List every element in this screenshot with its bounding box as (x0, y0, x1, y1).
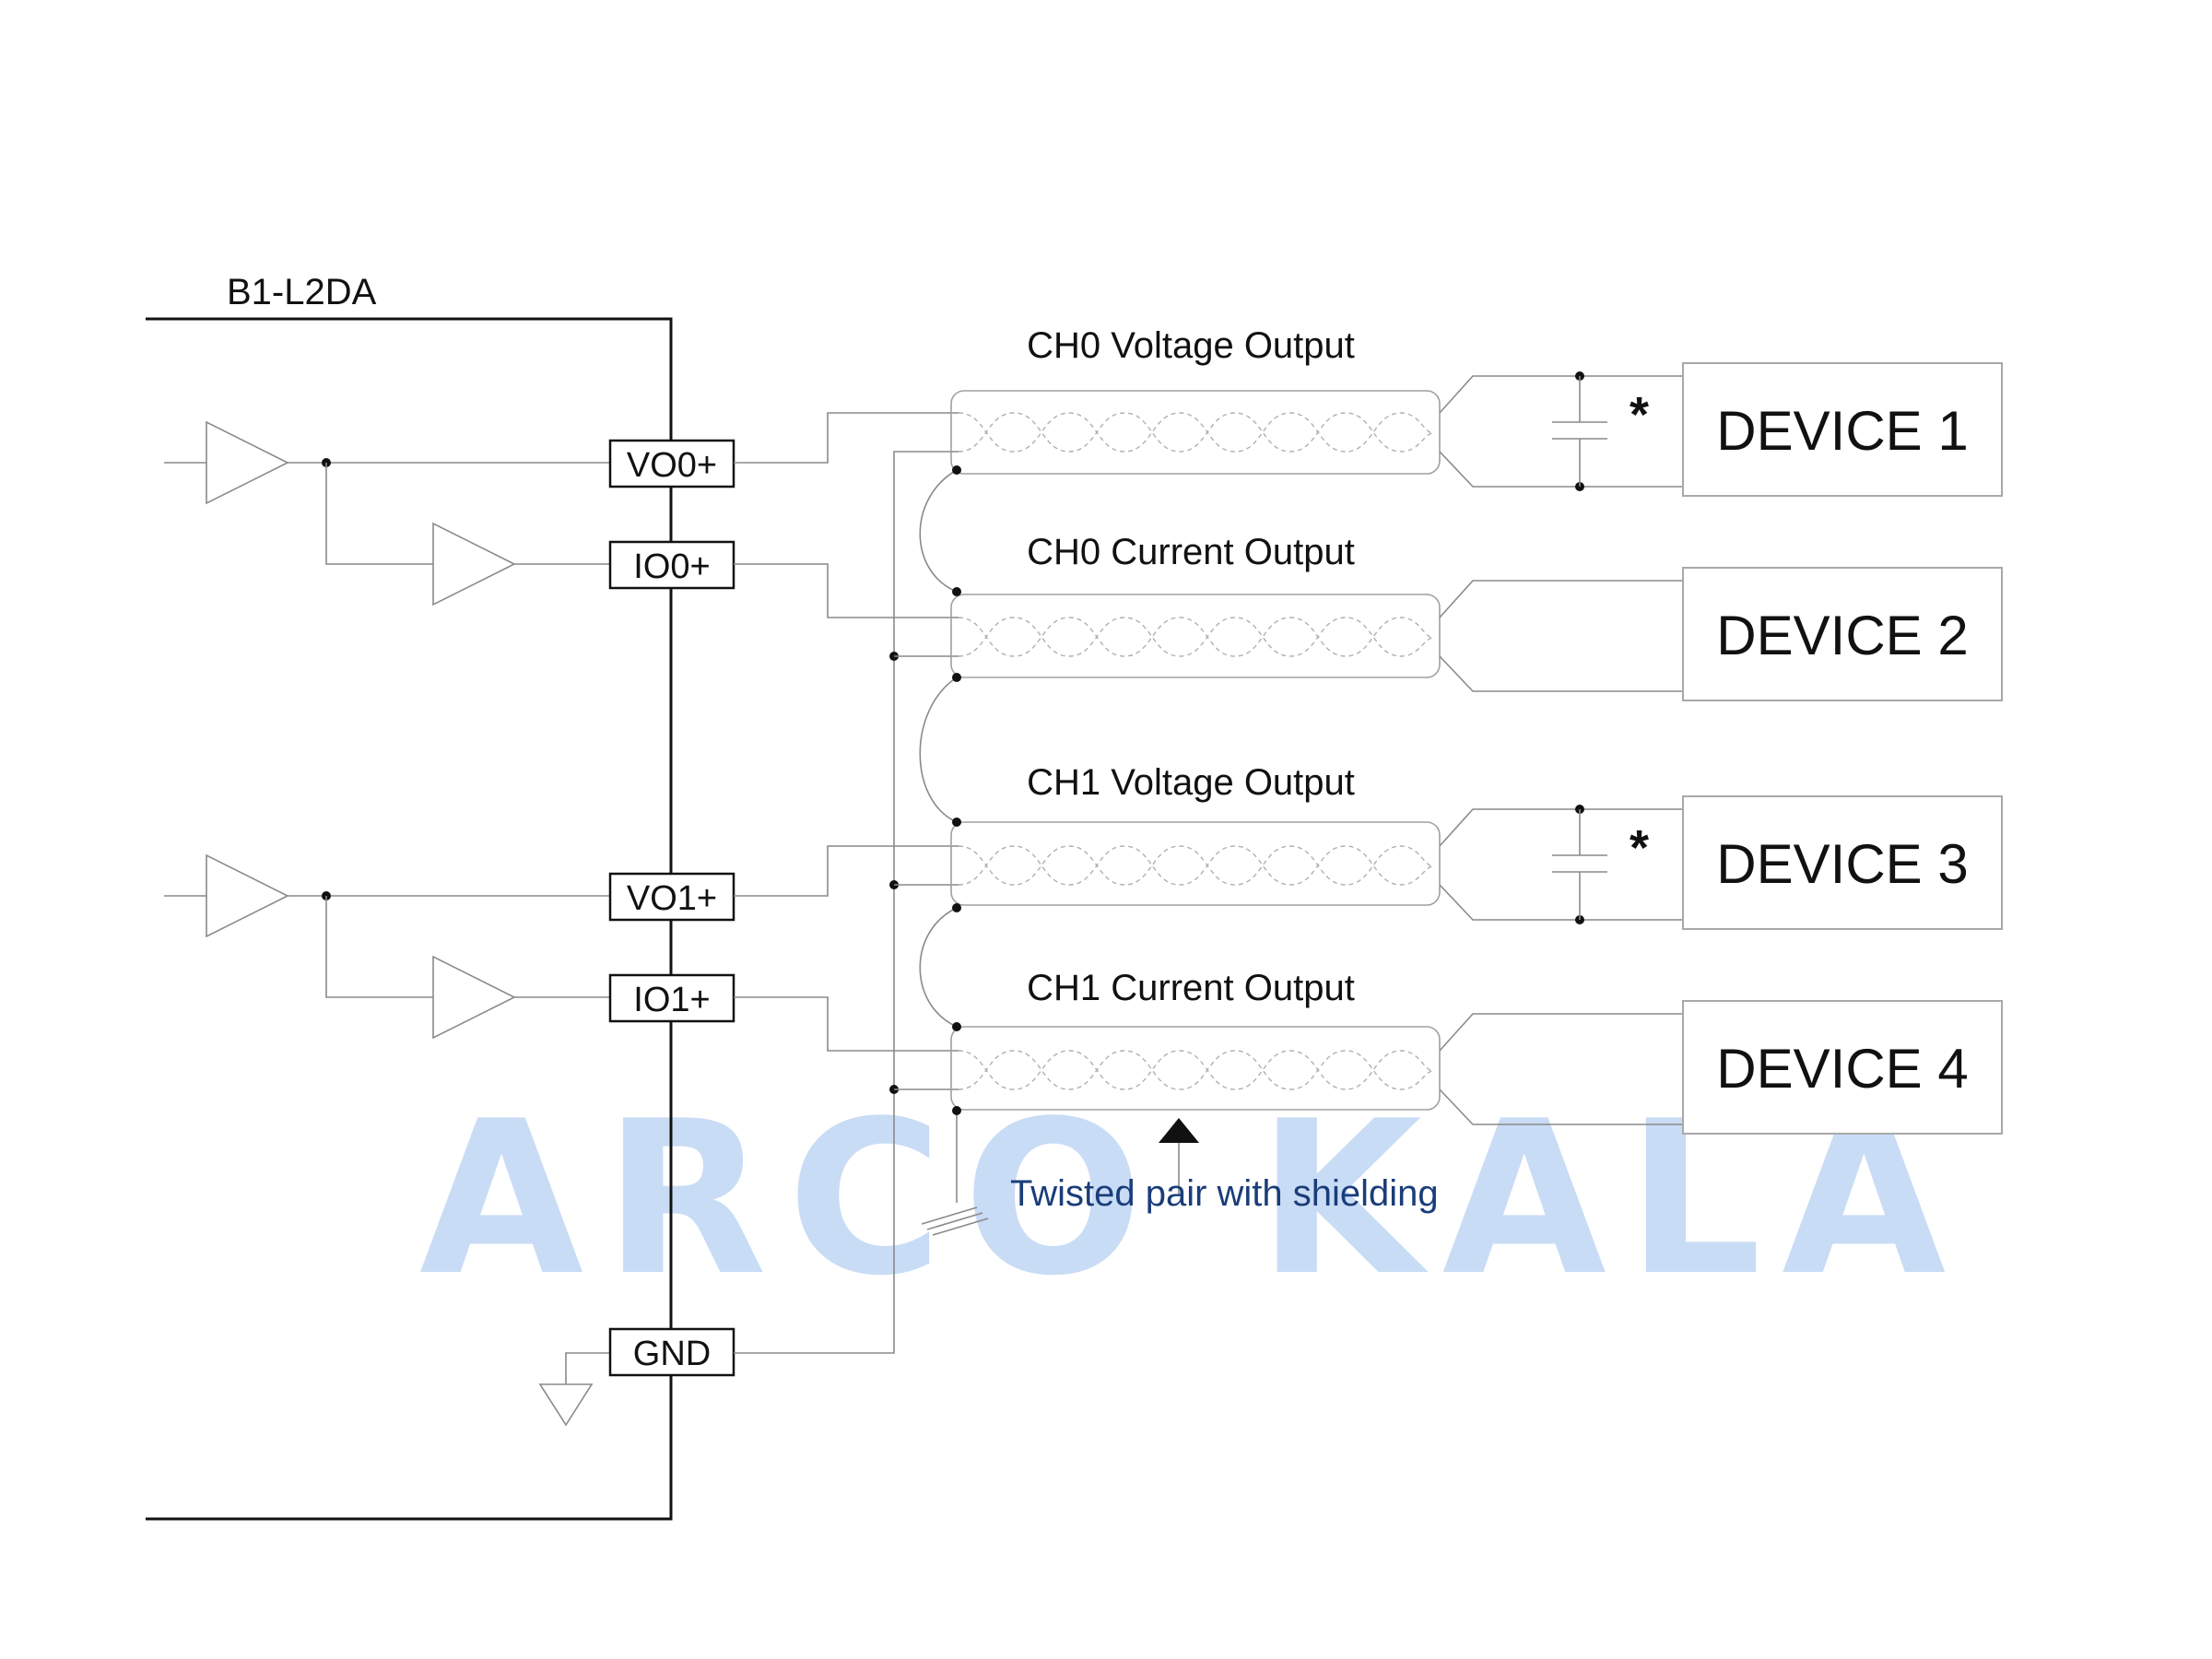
module-outline (146, 317, 673, 1521)
svg-text:VO0+: VO0+ (627, 446, 717, 485)
cable-ch1-voltage (950, 818, 1441, 912)
module-title: B1-L2DA (227, 272, 377, 312)
device-2: DEVICE 2 (1682, 567, 2003, 701)
cable-label-ch0-voltage: CH0 Voltage Output (1027, 325, 1355, 366)
ch1-output-amplifiers (164, 853, 610, 1040)
capacitor-note-mark-1: * (1630, 387, 1649, 442)
common-return-bus (734, 451, 959, 1354)
ground-symbol (538, 1352, 610, 1427)
shield-pointer-arrow (1159, 1118, 1199, 1194)
device-4: DEVICE 4 (1682, 1000, 2003, 1135)
shield-drain-links (919, 469, 989, 1236)
svg-text:DEVICE 1: DEVICE 1 (1716, 400, 1968, 462)
shield-note: Twisted pair with shielding (1010, 1173, 1439, 1214)
device-leads (1439, 375, 1683, 1125)
signal-leads (734, 412, 959, 1052)
terminal-gnd: GND (608, 1327, 735, 1377)
terminal-vo1: VO1+ (608, 872, 735, 922)
device-1: DEVICE 1 (1682, 362, 2003, 497)
cable-ch0-voltage (950, 390, 1441, 475)
svg-text:GND: GND (633, 1335, 711, 1373)
cable-label-ch1-voltage: CH1 Voltage Output (1027, 762, 1355, 803)
svg-text:VO1+: VO1+ (627, 879, 717, 918)
cable-label-ch0-current: CH0 Current Output (1027, 532, 1355, 572)
capacitor-device-1 (1552, 371, 1607, 491)
svg-text:DEVICE 2: DEVICE 2 (1716, 605, 1968, 666)
terminal-io1: IO1+ (608, 973, 735, 1023)
capacitor-note-mark-3: * (1630, 820, 1649, 876)
cable-ch1-current (950, 1022, 1441, 1115)
svg-text:DEVICE 3: DEVICE 3 (1716, 833, 1968, 895)
svg-text:IO1+: IO1+ (633, 981, 710, 1019)
svg-text:IO0+: IO0+ (633, 547, 710, 586)
device-3: DEVICE 3 (1682, 795, 2003, 930)
cable-label-ch1-current: CH1 Current Output (1027, 968, 1355, 1008)
terminal-io0: IO0+ (608, 540, 735, 590)
cable-ch0-current (950, 587, 1441, 682)
capacitor-device-3 (1552, 805, 1607, 924)
ch0-output-amplifiers (164, 420, 610, 606)
svg-text:DEVICE 4: DEVICE 4 (1716, 1038, 1968, 1100)
terminal-vo0: VO0+ (608, 439, 735, 488)
